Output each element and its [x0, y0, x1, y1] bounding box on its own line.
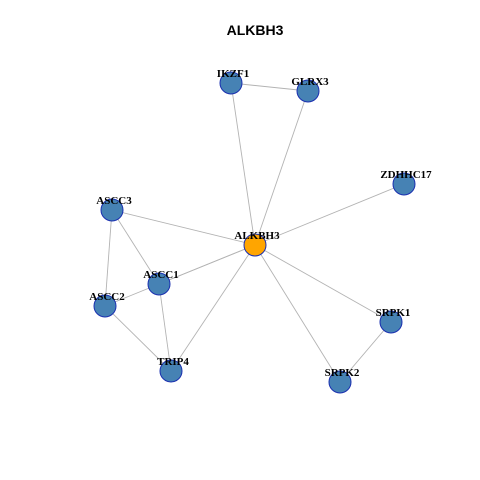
edge-ikzf1-alkbh3 [230, 82, 256, 246]
node-label-zdhhc17: ZDHHC17 [380, 169, 432, 181]
node-label-ascc2: ASCC2 [89, 291, 125, 303]
node-ascc3[interactable] [100, 198, 124, 222]
node-glrx3[interactable] [296, 79, 320, 103]
node-label-glrx3: GLRX3 [291, 76, 329, 88]
edge-ascc3-ascc2 [104, 209, 113, 307]
node-ascc1[interactable] [147, 272, 171, 296]
edge-trip4-alkbh3 [170, 244, 256, 372]
edge-ascc1-trip4 [158, 283, 172, 372]
node-alkbh3[interactable] [243, 233, 267, 257]
node-srpk1[interactable] [379, 310, 403, 334]
node-ascc2[interactable] [93, 294, 117, 318]
node-srpk2[interactable] [328, 370, 352, 394]
edge-ascc3-ascc1 [111, 209, 160, 285]
node-label-trip4: TRIP4 [157, 356, 189, 368]
node-label-srpk2: SRPK2 [325, 367, 360, 379]
node-layer [93, 71, 416, 394]
diagram-title: ALKBH3 [227, 22, 284, 38]
edge-ikzf1-glrx3 [230, 82, 309, 92]
edge-layer [104, 82, 405, 383]
node-label-ascc1: ASCC1 [143, 269, 178, 281]
edge-ascc2-trip4 [104, 305, 172, 372]
edge-srpk1-alkbh3 [254, 244, 392, 323]
node-zdhhc17[interactable] [392, 172, 416, 196]
edge-zdhhc17-alkbh3 [254, 183, 405, 246]
edge-glrx3-alkbh3 [254, 90, 309, 246]
label-layer: ALKBH3 IKZF1GLRX3ZDHHC17ASCC3ASCC1ASCC2TR… [89, 68, 432, 379]
node-label-ikzf1: IKZF1 [217, 68, 249, 80]
edge-srpk1-srpk2 [339, 321, 392, 383]
node-trip4[interactable] [159, 359, 183, 383]
edge-srpk2-alkbh3 [254, 244, 341, 383]
edge-ascc2-alkbh3 [104, 244, 256, 307]
node-ikzf1[interactable] [219, 71, 243, 95]
node-label-alkbh3: ALKBH3 [234, 230, 280, 242]
node-label-srpk1: SRPK1 [376, 307, 411, 319]
node-label-ascc3: ASCC3 [96, 195, 132, 207]
edge-ascc3-alkbh3 [111, 209, 256, 246]
